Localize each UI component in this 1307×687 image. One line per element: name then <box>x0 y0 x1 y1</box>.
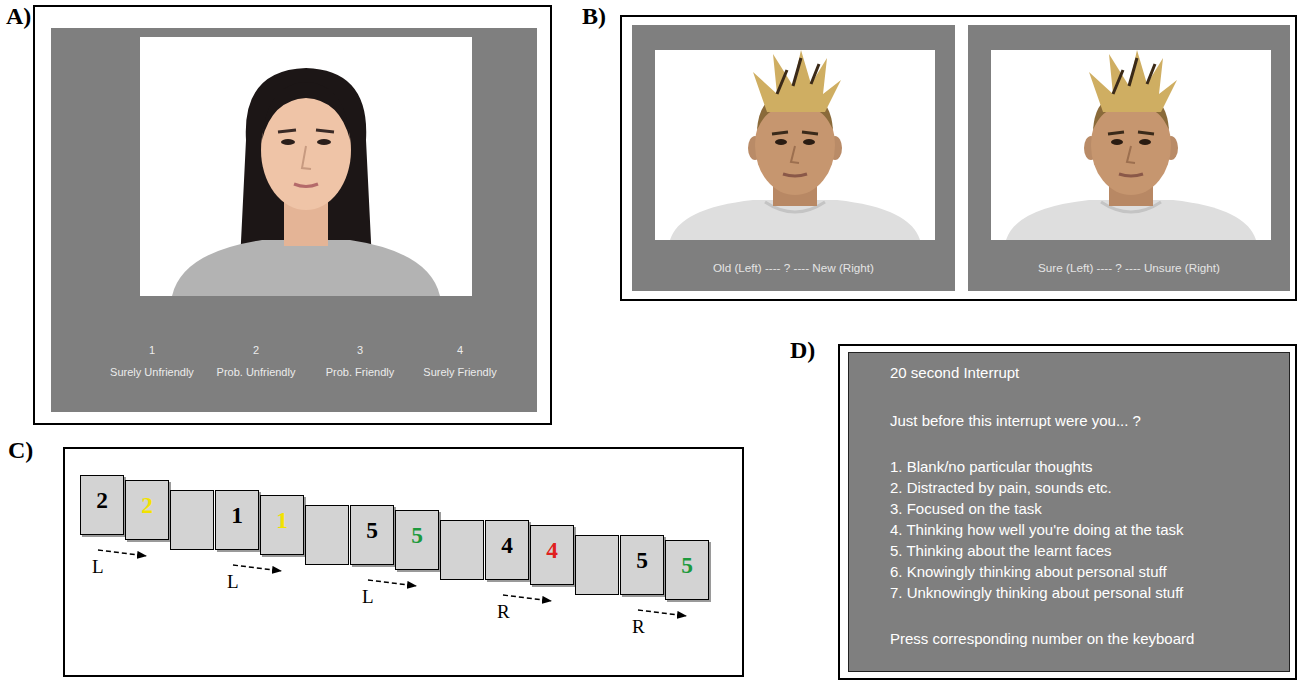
panel-frame: A)1Surely Unfriendly2Prob. Unfriendly3Pr… <box>33 5 552 425</box>
digit-card: 5 <box>665 540 709 600</box>
digit-card: 1 <box>215 490 259 550</box>
digit: 5 <box>620 547 664 574</box>
panel-label: D) <box>790 337 815 364</box>
scale-label: Prob. Friendly <box>310 366 410 378</box>
digit-card: 4 <box>485 520 529 580</box>
rating-screen: 1Surely Unfriendly 2Prob. Unfriendly 3Prob… <box>51 28 537 412</box>
digit-card: 1 <box>260 495 304 555</box>
confidence-screen: Sure (Left) ---- ? ---- Unsure (Right) <box>968 25 1290 291</box>
panel-frame: D)20 second InterruptJust before this in… <box>838 344 1297 680</box>
panel-label: C) <box>8 437 33 464</box>
digit: 4 <box>485 532 529 559</box>
response-key: L <box>362 586 374 608</box>
digit: 5 <box>665 552 709 579</box>
scale-number: 1 <box>102 344 202 356</box>
digit: 5 <box>350 517 394 544</box>
recognition-screen: Old (Left) ---- ? ---- New (Right) <box>632 25 955 291</box>
option-item: 3. Focused on the task <box>890 500 1042 517</box>
interrupt-instruction: Press corresponding number on the keyboa… <box>890 630 1194 647</box>
digit: 4 <box>530 537 574 564</box>
interrupt-title: 20 second Interrupt <box>890 364 1019 381</box>
scale-number: 3 <box>310 344 410 356</box>
scale-number: 4 <box>410 344 510 356</box>
option-item: 6. Knowingly thinking about personal stu… <box>890 563 1167 580</box>
panel-label: B) <box>582 3 606 30</box>
option-item: 1. Blank/no particular thoughts <box>890 458 1093 475</box>
response-key: L <box>227 571 239 593</box>
response-prompt: Sure (Left) ---- ? ---- Unsure (Right) <box>968 261 1290 274</box>
digit: 1 <box>215 502 259 529</box>
digit: 1 <box>260 507 304 534</box>
panel-label: A) <box>6 3 31 30</box>
scale-label: Prob. Unfriendly <box>206 366 306 378</box>
digit-card: 5 <box>620 535 664 595</box>
option-item: 5. Thinking about the learnt faces <box>890 542 1112 559</box>
digit-card: 4 <box>530 525 574 585</box>
panel-frame: C)2211554455 <box>63 447 744 677</box>
scale-label: Surely Unfriendly <box>102 366 202 378</box>
response-key: R <box>497 601 510 623</box>
digit: 5 <box>395 522 439 549</box>
interrupt-question: Just before this interrupt were you... ? <box>890 412 1141 429</box>
option-item: 7. Unknowingly thinking about personal s… <box>890 584 1183 601</box>
response-key: R <box>632 616 645 638</box>
digit-card: 5 <box>395 510 439 570</box>
response-prompt: Old (Left) ---- ? ---- New (Right) <box>632 261 955 274</box>
option-item: 2. Distracted by pain, sounds etc. <box>890 479 1112 496</box>
response-key: L <box>92 556 104 578</box>
scale-label: Surely Friendly <box>410 366 510 378</box>
panel-frame: B)Old (Left) ---- ? ---- New (Right)Sure… <box>620 15 1297 301</box>
option-item: 4. Thinking how well you're doing at the… <box>890 521 1184 538</box>
digit: 2 <box>125 492 169 519</box>
interrupt-screen: 20 second InterruptJust before this inte… <box>848 352 1290 672</box>
digit: 2 <box>80 487 124 514</box>
scale-number: 2 <box>206 344 306 356</box>
digit-card: 2 <box>125 480 169 540</box>
digit-card: 5 <box>350 505 394 565</box>
digit-card: 2 <box>80 475 124 535</box>
